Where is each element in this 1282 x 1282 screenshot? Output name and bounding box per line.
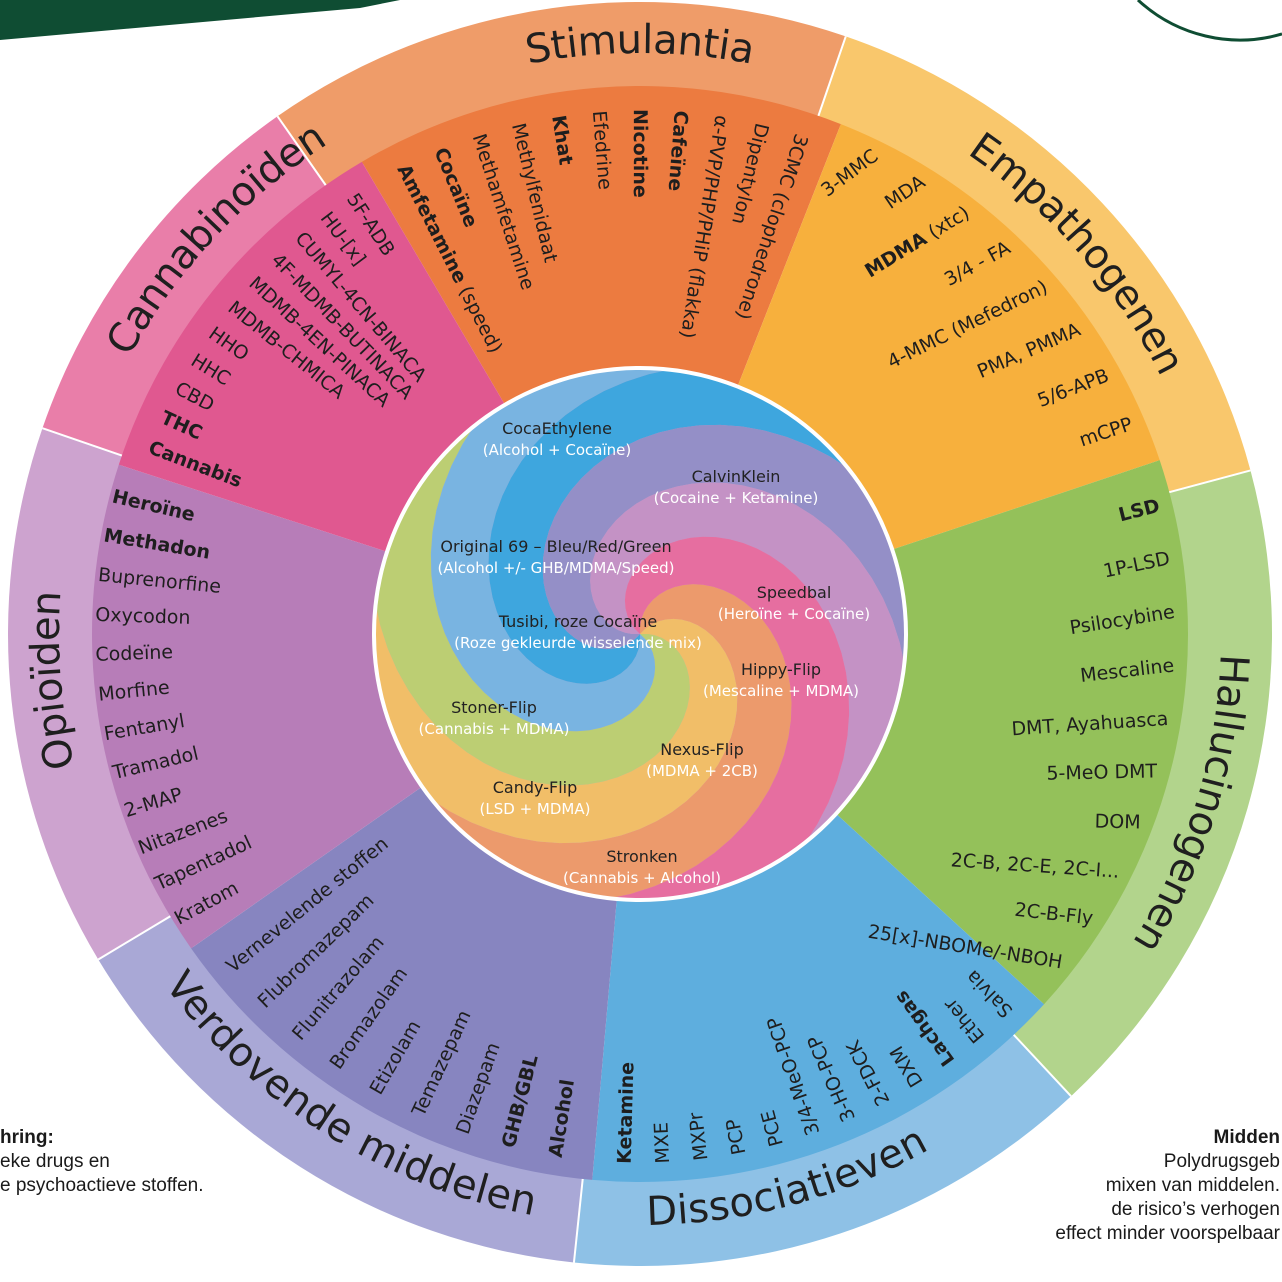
legend-left-title: hring: [0,1127,54,1148]
legend-left-line: e psychoactieve stoffen. [0,1175,204,1196]
ring-divider [276,115,328,188]
combo-name: Speedbal [757,583,832,602]
combo-ingredients: (Roze gekleurde wisselende mix) [454,634,702,652]
combo-name: CalvinKlein [692,467,781,486]
legend-right-line: effect minder voorspelbaar [1055,1223,1280,1244]
sector-inner-hallucinogenen [828,460,1188,1005]
sector-outer-verdovende [98,915,583,1263]
ring-divider [42,427,125,458]
combo-ingredients: (LSD + MDMA) [480,800,591,818]
ring-divider [1011,1032,1072,1097]
combo-name: Candy-Flip [493,778,577,797]
item-hallucinogenen-6: DOM [1094,810,1140,833]
combo-ingredients: (Cannabis + Alcohol) [563,869,721,887]
sector-outer-hallucinogenen [1012,470,1272,1097]
combo-name: Tusibi, roze Cocaïne [498,612,657,631]
spiral-band [374,368,690,786]
ring-divider [816,36,847,119]
combo-ingredients: (Cannabis + MDMA) [419,720,570,738]
combo-name: Hippy-Flip [741,660,821,679]
sector-inner-empathogenen [733,124,1160,553]
legend-right-title: Midden [1213,1127,1281,1148]
sector-outer-cannabinoiden [42,116,327,457]
logo-circle-arc [1136,0,1282,42]
item-stimulantia-6: Nicotine [629,109,651,198]
item-dissociatieven-1: MXE [650,1122,674,1164]
legend-right-line: Polydrugsgeb [1163,1151,1280,1172]
combo-ingredients: (Cocaine + Ketamine) [654,489,819,507]
combo-ingredients: (MDMA + 2CB) [646,762,758,780]
combo-ingredients: (Heroïne + Cocaïne) [718,605,870,623]
item-opioiden-4: Codeïne [95,641,173,666]
spiral-band [542,424,906,773]
item-dissociatieven-0: Ketamine [613,1062,638,1165]
legend-right-line: de risico’s verhogen [1111,1199,1280,1220]
spiral-band [488,368,906,684]
combo-name: Stoner-Flip [451,698,537,717]
spiral-band [501,536,850,900]
spiral-band [374,584,792,900]
spiral-band [590,482,906,900]
sector-outer-stimulantia [277,1,846,187]
spiral-band [430,368,779,732]
sector-inner-stimulantia [361,86,841,414]
spiral-band [374,495,738,844]
sector-outer-empathogenen [817,36,1251,493]
ring-divider [97,914,173,961]
sector-outer-opioiden [7,428,172,960]
combo-name: Nexus-Flip [660,740,744,759]
header-banner [0,0,400,40]
item-hallucinogenen-5: 5-MeO DMT [1046,760,1158,784]
combo-name: CocaEthylene [502,419,612,438]
ring-divider [572,1176,584,1263]
combo-ingredients: (Alcohol +/- GHB/MDMA/Speed) [438,559,675,577]
combo-name: Original 69 – Bleu/Red/Green [440,537,671,556]
legend-left: hring: eke drugs en e psychoactieve stof… [0,1126,204,1198]
sector-inner-verdovende [191,780,618,1180]
sector-inner-opioiden [91,464,431,949]
item-opioiden-3: Oxycodon [95,603,191,628]
legend-left-line: eke drugs en [0,1151,110,1172]
sector-inner-dissociatieven [592,806,1045,1183]
combo-ingredients: (Alcohol + Cocaïne) [483,441,632,459]
ring-divider [1167,469,1251,494]
legend-right: Midden Polydrugsgeb mixen van middelen. … [1055,1126,1280,1246]
combo-ingredients: (Mescaline + MDMA) [703,682,859,700]
legend-right-line: mixen van middelen. [1105,1175,1280,1196]
combinations-center: CocaEthylene (Alcohol + Cocaïne) CalvinKle… [372,366,908,902]
sector-inner-cannabinoiden [118,161,511,555]
combo-name: Stronken [606,847,677,866]
